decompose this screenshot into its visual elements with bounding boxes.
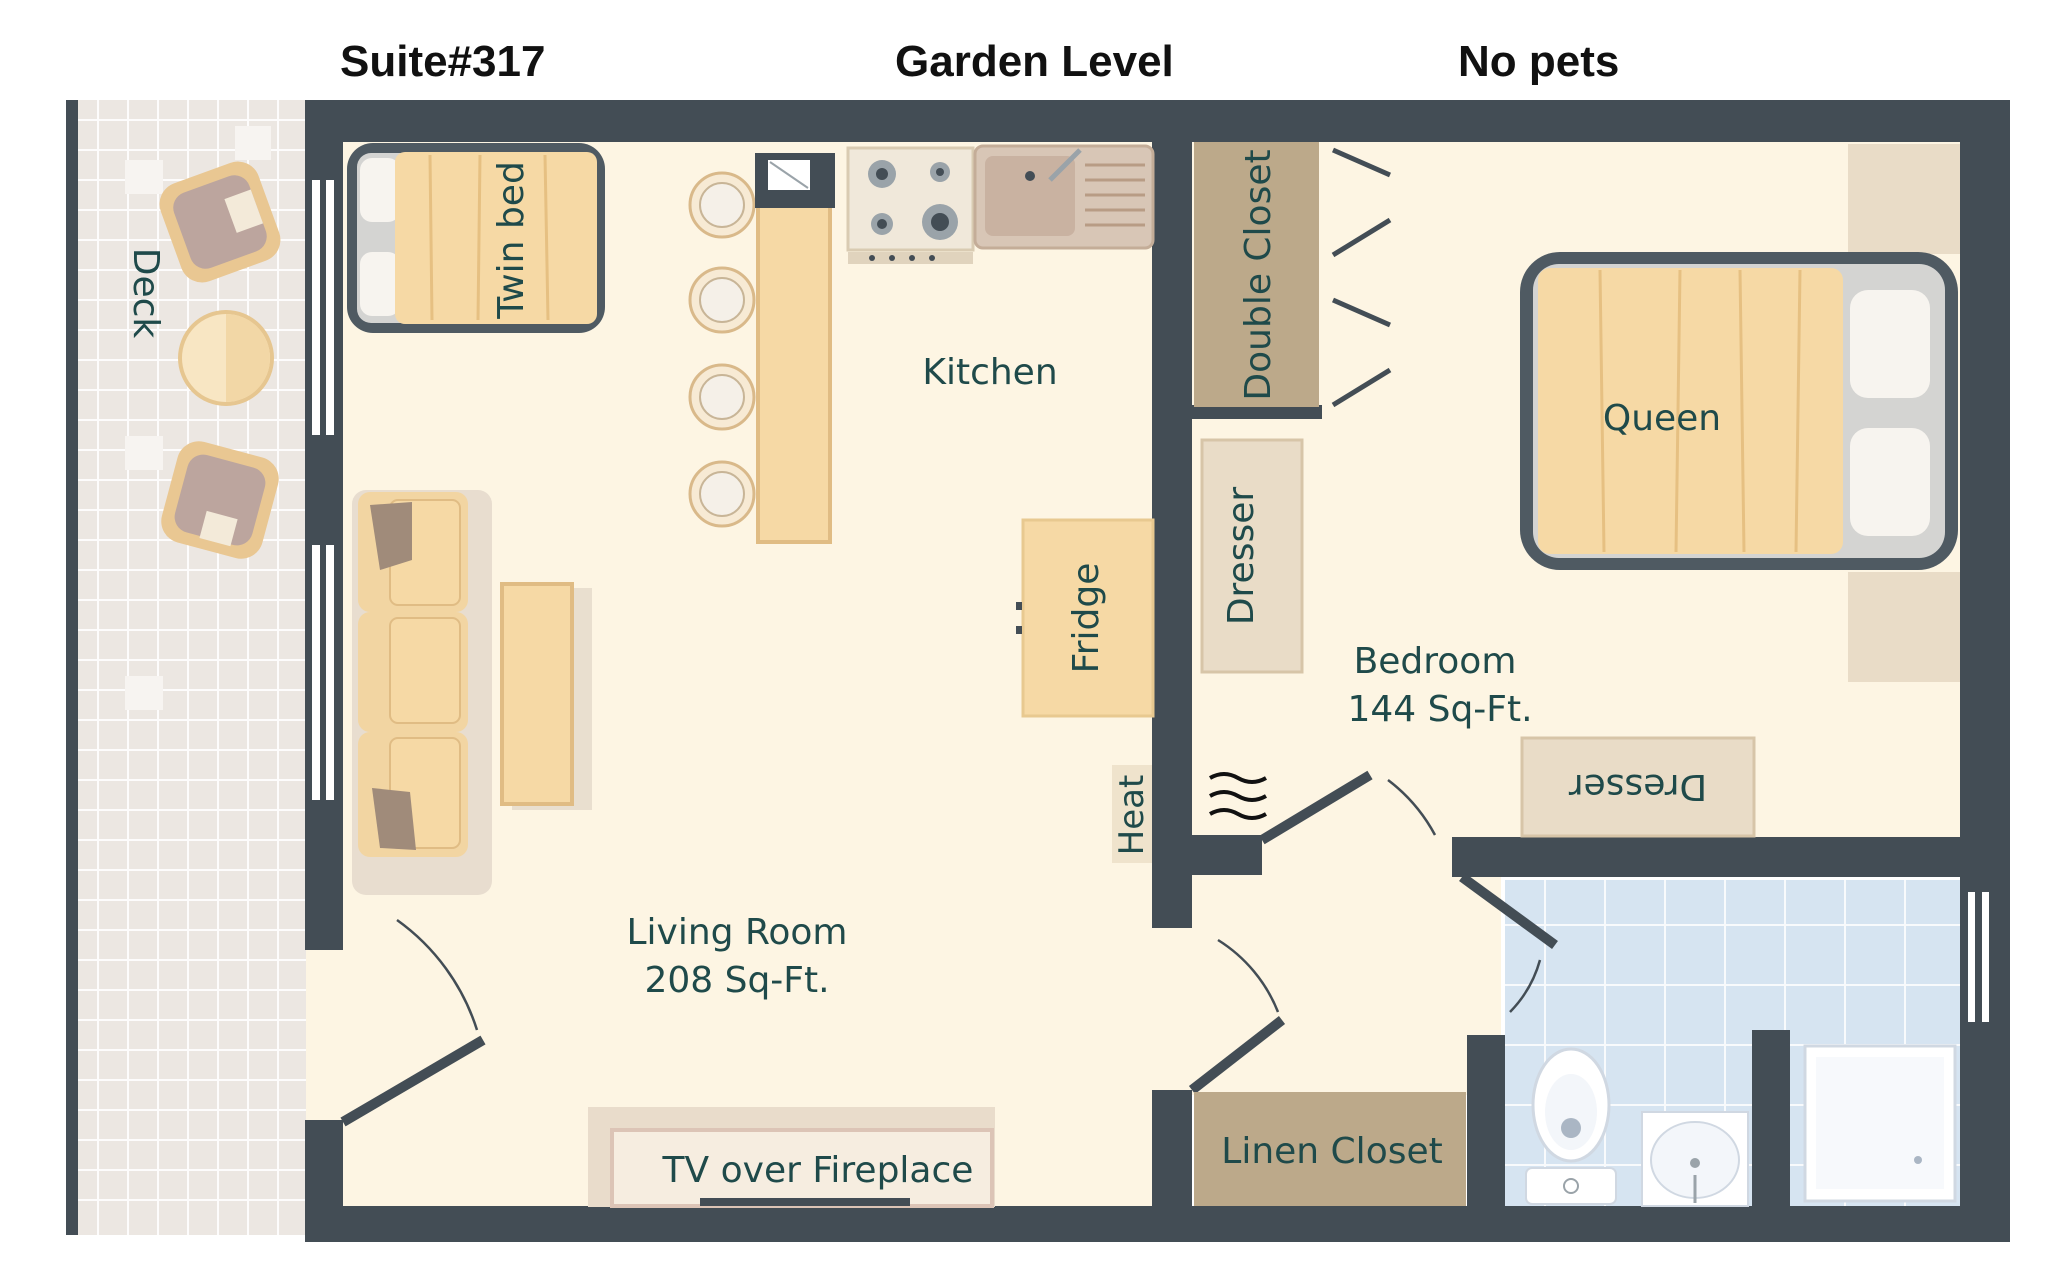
deck-area xyxy=(66,100,306,1235)
deck-label: Deck xyxy=(125,248,166,339)
hall-floor xyxy=(1161,837,1501,1095)
armchair-icon xyxy=(161,441,279,559)
coffee-table xyxy=(500,582,592,810)
suite-number: Suite#317 xyxy=(340,37,545,86)
queen-bed xyxy=(1520,252,1958,570)
twin-bed-label: Twin bed xyxy=(491,161,532,320)
shower-icon xyxy=(1803,1044,1957,1203)
stove-icon xyxy=(846,146,975,264)
kitchen-island xyxy=(756,198,832,544)
level-label: Garden Level xyxy=(895,37,1174,86)
living-room-area: 208 Sq-Ft. xyxy=(644,960,829,1001)
double-closet-label: Double Closet xyxy=(1238,149,1279,400)
tv-label: TV over Fireplace xyxy=(662,1150,974,1191)
kitchen-label: Kitchen xyxy=(922,352,1057,393)
bar-stool-icon xyxy=(688,460,756,528)
heat-label: Heat xyxy=(1112,775,1152,856)
fridge-label: Fridge xyxy=(1066,563,1107,674)
twin-bed xyxy=(347,143,605,333)
queen-label: Queen xyxy=(1603,398,1721,439)
heat-unit xyxy=(1112,765,1152,863)
walls xyxy=(305,100,2010,1242)
window-left-bottom xyxy=(312,545,334,800)
bedroom-door xyxy=(1259,770,1437,845)
window-bathroom xyxy=(1968,892,1989,1022)
dresser-left-label: Dresser xyxy=(1221,487,1262,626)
dresser-left xyxy=(1200,438,1304,674)
round-table-icon xyxy=(178,310,274,406)
bar-stool-icon xyxy=(688,171,756,239)
pet-policy: No pets xyxy=(1458,37,1619,86)
entry-door xyxy=(340,918,486,1127)
dresser-bottom-label: Dresser xyxy=(1569,766,1708,807)
sofa-icon xyxy=(352,490,492,895)
hall-door xyxy=(1188,938,1286,1094)
linen-closet xyxy=(1194,1092,1466,1206)
nightstand-top xyxy=(1848,144,1960,254)
living-room-name: Living Room xyxy=(627,912,848,953)
toilet-icon xyxy=(1525,1047,1617,1205)
bathroom-sink-icon xyxy=(1641,1111,1749,1207)
bar-stool-icon xyxy=(688,266,756,334)
nightstand-bottom xyxy=(1848,572,1960,682)
bathroom-door xyxy=(1459,872,1558,1013)
bedroom-name: Bedroom xyxy=(1354,641,1517,682)
dresser-bottom xyxy=(1520,736,1756,838)
heat-vent-icon xyxy=(1209,772,1267,820)
fireplace xyxy=(588,1107,995,1208)
double-closet xyxy=(1194,142,1319,407)
fridge xyxy=(1016,518,1155,718)
linen-closet-label: Linen Closet xyxy=(1221,1131,1442,1172)
sink-icon xyxy=(973,144,1155,250)
armchair-icon xyxy=(159,161,281,283)
closet-doors xyxy=(1331,147,1392,408)
bedroom-area: 144 Sq-Ft. xyxy=(1347,689,1532,730)
microwave xyxy=(755,153,835,208)
window-left-top xyxy=(312,180,334,435)
bar-stool-icon xyxy=(688,363,756,431)
